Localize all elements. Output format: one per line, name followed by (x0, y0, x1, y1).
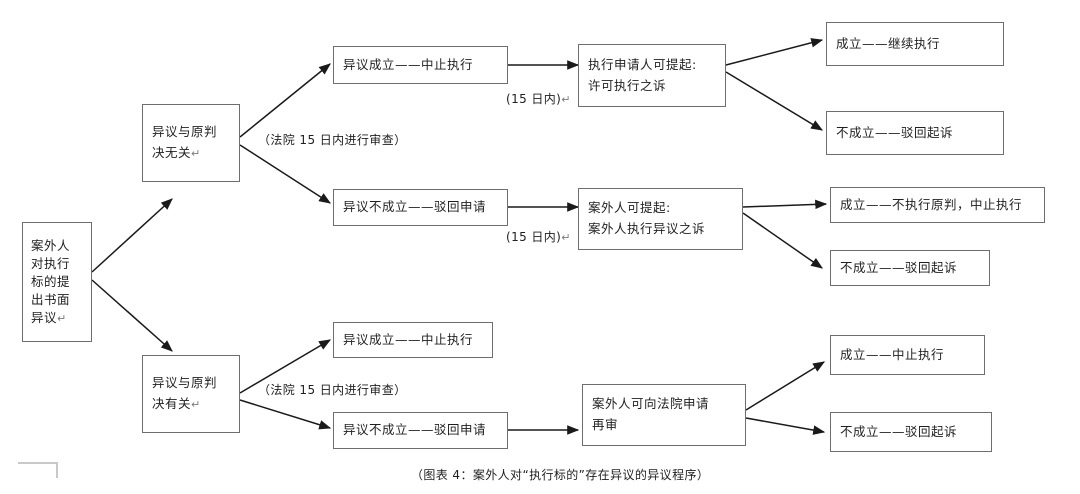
node-branch-unrelated-line-1: 异议与原判 (152, 124, 218, 140)
node-t2-result-rejected[interactable]: 不成立——驳回起诉 (830, 412, 992, 452)
node-t1-result-upheld-no-exec[interactable]: 成立——不执行原判，中止执行 (830, 187, 1045, 223)
node-t1-objection-upheld-label: 异议成立——中止执行 (343, 56, 474, 72)
edge-related-to-t2-rejected (239, 399, 332, 430)
node-t1-outsider-suit-line-1: 案外人可提起: (588, 200, 671, 216)
node-t1-result-rejected-dismiss[interactable]: 不成立——驳回起诉 (826, 111, 1004, 155)
node-t2-objection-rejected-label: 异议不成立——驳回申请 (343, 422, 487, 438)
node-t2-objection-upheld-label: 异议成立——中止执行 (343, 331, 474, 347)
node-root-line-5: 异议↵ (31, 310, 67, 326)
edge-label-review-bottom: （法院 15 日内进行审查） (258, 383, 407, 397)
node-branch-unrelated[interactable]: 异议与原判 决无关↵ (142, 104, 240, 182)
node-t1-result-upheld-no-exec-label: 成立——不执行原判，中止执行 (840, 196, 1023, 212)
node-root-line-1: 案外人 (31, 237, 71, 253)
edge-applicant-suit-to-r1-upheld (725, 38, 824, 66)
node-t1-applicant-suit-line-1: 执行申请人可提起: (588, 56, 697, 72)
node-t2-retrial-line-2: 再审 (592, 417, 619, 432)
node-t1-objection-rejected-label: 异议不成立——驳回申请 (343, 199, 487, 215)
node-branch-related-line-1: 异议与原判 (152, 375, 218, 391)
node-t2-retrial-line-1: 案外人可向法院申请 (592, 396, 710, 412)
edge-label-review-top: （法院 15 日内进行审查） (258, 133, 407, 147)
edge-outsider-suit-to-r2-rejected (742, 212, 823, 269)
node-t2-objection-upheld[interactable]: 异议成立——中止执行 (333, 322, 493, 358)
node-t1-applicant-suit-line-2: 许可执行之诉 (588, 77, 667, 93)
edge-root-to-unrelated (91, 198, 173, 273)
node-t1-result-rejected-dismiss-label: 不成立——驳回起诉 (836, 124, 954, 140)
edge-root-to-related (91, 279, 173, 352)
edge-unrelated-to-upheld (239, 63, 331, 138)
page-corner-mark (18, 462, 58, 478)
node-root-line-3: 标的提 (31, 273, 71, 289)
node-t1-applicant-suit[interactable]: 执行申请人可提起: 许可执行之诉 (578, 44, 726, 107)
node-t2-result-rejected-label: 不成立——驳回起诉 (840, 423, 958, 439)
node-branch-related[interactable]: 异议与原判 决有关↵ (142, 355, 240, 433)
node-branch-unrelated-line-2: 决无关↵ (152, 145, 201, 160)
node-root[interactable]: 案外人 对执行 标的提 出书面 异议↵ (22, 222, 92, 342)
node-root-line-4: 出书面 (31, 292, 71, 308)
node-t2-result-upheld[interactable]: 成立——中止执行 (830, 335, 985, 375)
edge-label-within-15-days-bottom: (15 日内)↵ (506, 230, 571, 244)
node-t1-result-rejected-dismiss-2[interactable]: 不成立——驳回起诉 (830, 250, 990, 286)
node-root-line-2: 对执行 (31, 255, 71, 271)
node-t1-objection-upheld[interactable]: 异议成立——中止执行 (333, 46, 508, 84)
node-t2-result-upheld-label: 成立——中止执行 (840, 346, 945, 362)
figure-caption: （图表 4：案外人对“执行标的”存在异议的异议程序） (411, 468, 710, 482)
node-t1-objection-rejected[interactable]: 异议不成立——驳回申请 (333, 189, 508, 226)
edge-unrelated-to-rejected (239, 144, 332, 204)
node-branch-related-line-2: 决有关↵ (152, 396, 201, 411)
node-t2-retrial[interactable]: 案外人可向法院申请 再审 (582, 384, 746, 446)
node-t2-objection-rejected[interactable]: 异议不成立——驳回申请 (333, 412, 508, 449)
edge-retrial-to-upheld (745, 361, 826, 411)
edge-outsider-suit-to-r2-upheld (742, 199, 828, 210)
node-t1-result-upheld-continue-label: 成立——继续执行 (836, 35, 941, 51)
node-t1-outsider-suit-line-2: 案外人执行异议之诉 (588, 221, 706, 236)
node-t1-outsider-suit[interactable]: 案外人可提起: 案外人执行异议之诉 (578, 188, 743, 250)
node-t1-result-upheld-continue[interactable]: 成立——继续执行 (826, 22, 1004, 66)
node-t1-result-rejected-dismiss-2-label: 不成立——驳回起诉 (840, 259, 958, 275)
edge-retrial-to-rejected (745, 417, 826, 435)
edge-applicant-suit-to-r1-rejected (725, 71, 824, 131)
edge-label-within-15-days-top: (15 日内)↵ (506, 92, 571, 106)
